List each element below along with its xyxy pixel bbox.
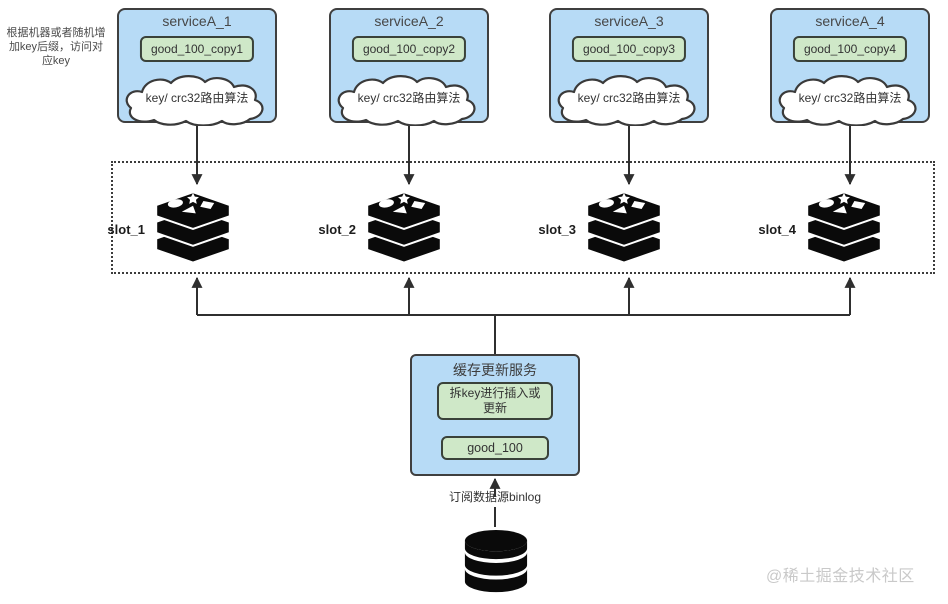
routing-cloud: key/ crc32路由算法 <box>775 74 925 126</box>
step-line: 更新 <box>482 401 507 415</box>
key-copy-box: good_100_copy2 <box>351 36 467 62</box>
redis-stack-icon <box>364 189 444 269</box>
step-line: 拆key进行插入或 <box>449 386 541 400</box>
cache-service-title: 缓存更新服务 <box>453 362 537 378</box>
routing-cloud: key/ crc32路由算法 <box>122 74 272 126</box>
slot-label: slot_4 <box>758 221 796 237</box>
cache-key-box: good_100 <box>441 436 549 460</box>
slot-cluster-container <box>111 161 935 274</box>
cache-update-service-node: 缓存更新服务 拆key进行插入或 更新 good_100 <box>410 354 580 476</box>
key-copy-box: good_100_copy4 <box>792 36 908 62</box>
slot-label: slot_1 <box>107 221 145 237</box>
slot-label: slot_3 <box>538 221 576 237</box>
routing-cloud: key/ crc32路由算法 <box>554 74 704 126</box>
service-title: serviceA_1 <box>162 13 232 29</box>
routing-algorithm-label: key/ crc32路由算法 <box>798 91 902 105</box>
watermark-text: @稀土掘金技术社区 <box>766 568 915 585</box>
routing-cloud: key/ crc32路由算法 <box>334 74 484 126</box>
key-copy-box: good_100_copy1 <box>139 36 255 62</box>
service-node-4: serviceA_4 good_100_copy4 key/ crc32路由算法 <box>770 8 930 123</box>
redis-stack-icon <box>584 189 664 269</box>
key-copy-box: good_100_copy3 <box>571 36 687 62</box>
routing-algorithm-label: key/ crc32路由算法 <box>357 91 461 105</box>
redis-stack-icon <box>804 189 884 269</box>
service-title: serviceA_2 <box>374 13 444 29</box>
annotation-line: 加key后缀，访问对 <box>8 41 104 53</box>
binlog-subscribe-label: 订阅数据源binlog <box>448 490 542 504</box>
split-key-step-box: 拆key进行插入或 更新 <box>437 382 553 420</box>
key-suffix-annotation: 根据机器或者随机增 加key后缀，访问对 应key <box>2 26 110 68</box>
slot-node-1: slot_1 <box>99 189 241 269</box>
annotation-line: 根据机器或者随机增 <box>6 27 106 39</box>
routing-algorithm-label: key/ crc32路由算法 <box>577 91 681 105</box>
routing-algorithm-label: key/ crc32路由算法 <box>145 91 249 105</box>
slot-node-3: slot_3 <box>530 189 672 269</box>
slot-node-2: slot_2 <box>310 189 452 269</box>
redis-stack-icon <box>153 189 233 269</box>
service-title: serviceA_3 <box>594 13 664 29</box>
slot-label: slot_2 <box>318 221 356 237</box>
service-node-2: serviceA_2 good_100_copy2 key/ crc32路由算法 <box>329 8 489 123</box>
annotation-line: 应key <box>41 55 71 67</box>
slot-node-4: slot_4 <box>750 189 892 269</box>
database-cylinder-icon <box>462 528 530 598</box>
service-node-1: serviceA_1 good_100_copy1 key/ crc32路由算法 <box>117 8 277 123</box>
service-node-3: serviceA_3 good_100_copy3 key/ crc32路由算法 <box>549 8 709 123</box>
service-title: serviceA_4 <box>815 13 885 29</box>
